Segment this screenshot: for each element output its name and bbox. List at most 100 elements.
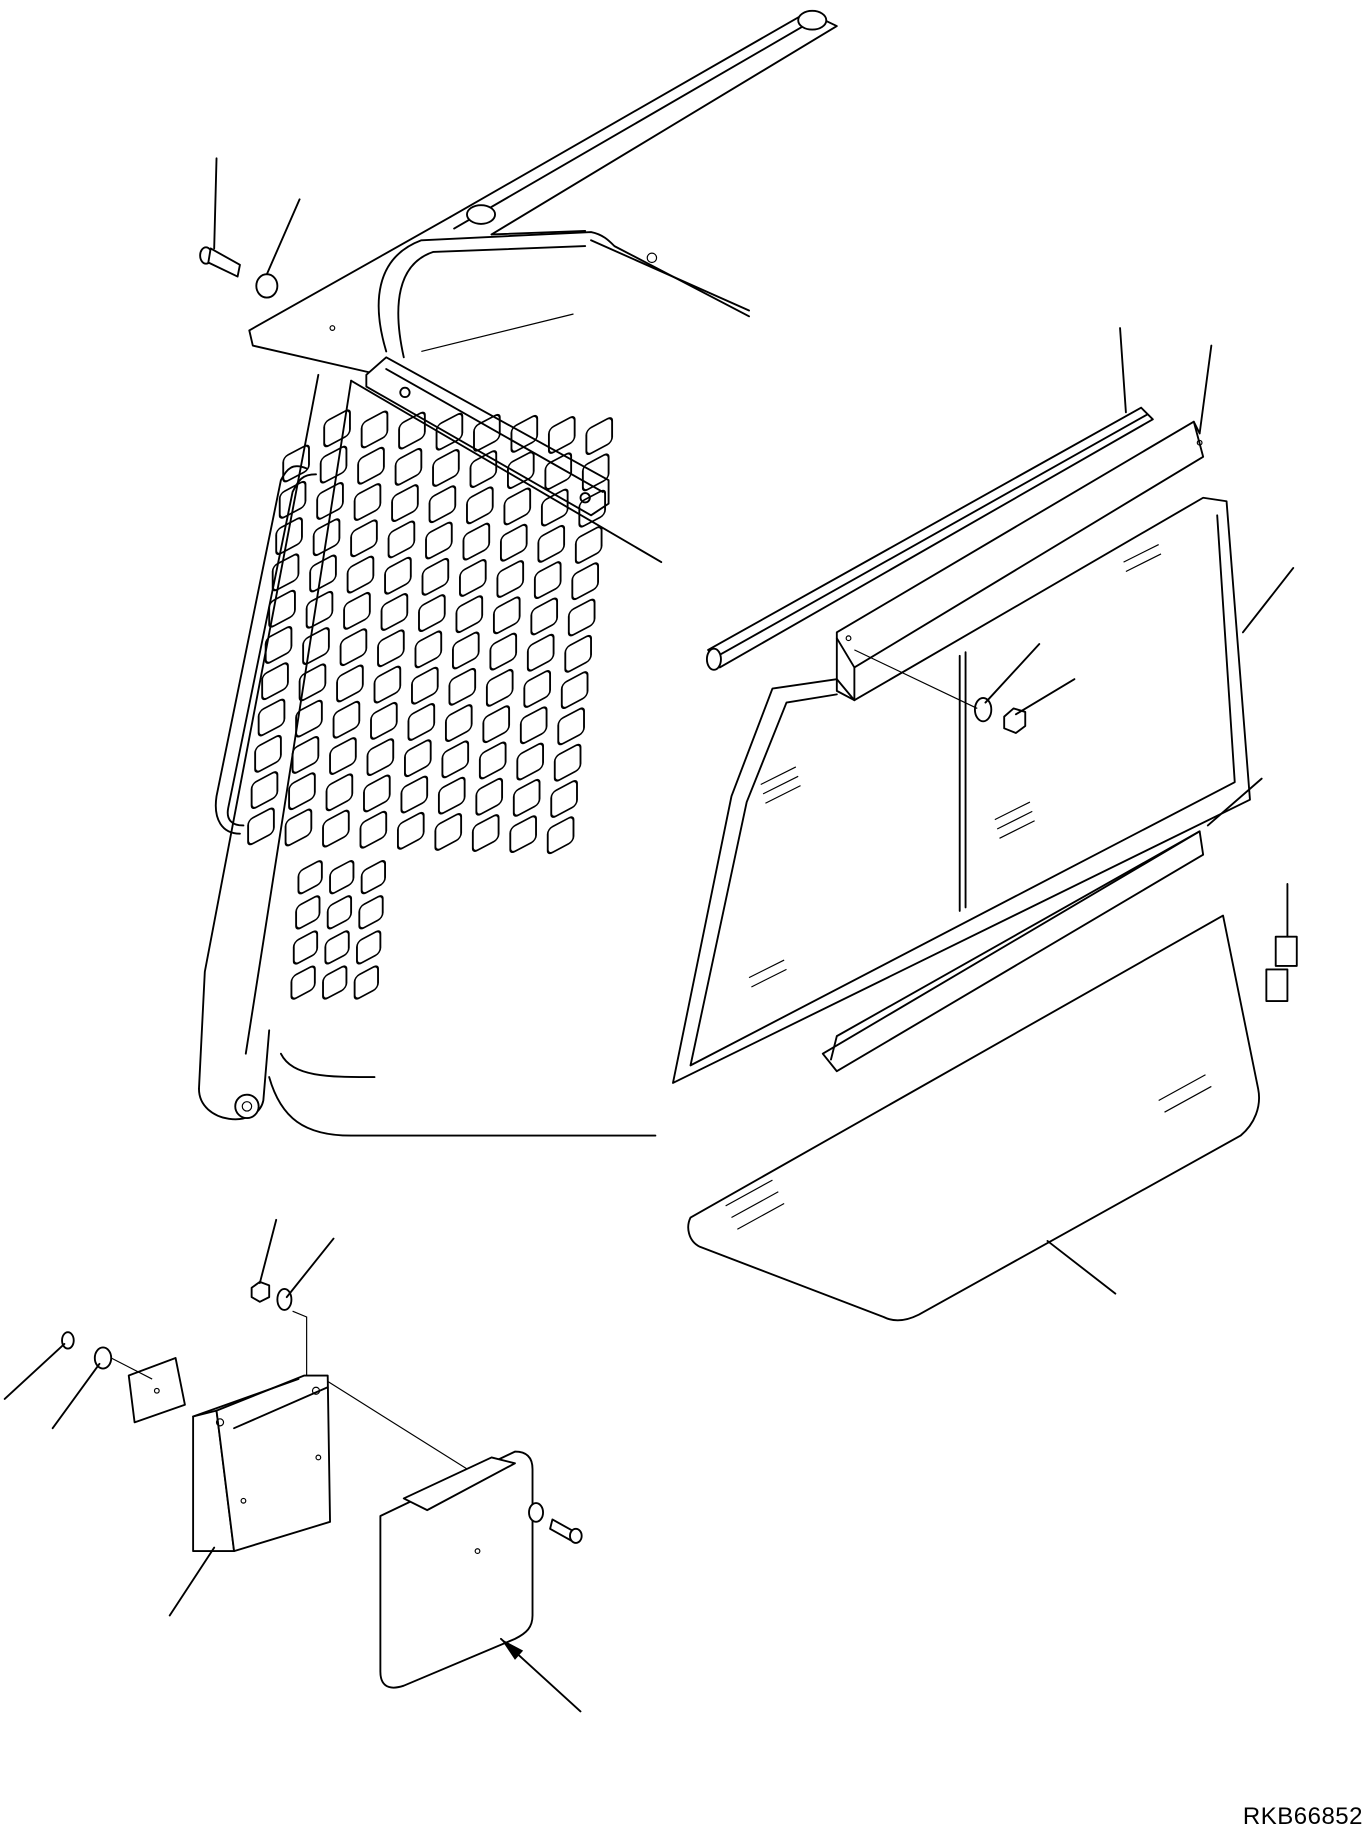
mesh-cell — [295, 895, 321, 930]
mesh-cell — [455, 595, 484, 634]
window-glass — [672, 496, 1251, 1084]
mesh-cell — [574, 526, 603, 564]
mesh-cell — [503, 487, 532, 526]
top-rail — [365, 356, 610, 517]
mesh-cell — [247, 807, 275, 846]
mesh-cell — [298, 663, 327, 702]
mesh-cell — [516, 742, 544, 781]
mesh-cell — [459, 558, 487, 597]
mesh-cell — [323, 409, 351, 448]
roof-beam — [449, 9, 838, 236]
mesh-cell — [530, 597, 559, 636]
mesh-cell — [492, 596, 521, 635]
mesh-cell — [284, 808, 313, 847]
mesh-cell — [275, 517, 303, 555]
mesh-cell — [329, 737, 357, 775]
mesh-cell — [297, 860, 323, 895]
mesh-cell — [394, 447, 423, 486]
mesh-cell — [485, 668, 514, 707]
drawing-code: RKB66852 — [1242, 1803, 1363, 1830]
mesh-cell — [329, 860, 355, 895]
mesh-cell — [353, 965, 379, 1000]
mesh-cell — [533, 561, 562, 600]
mesh-cell — [540, 488, 569, 527]
mesh-cell — [564, 634, 592, 673]
mesh-cell — [519, 706, 548, 745]
mesh-cell — [507, 451, 535, 490]
mesh-cell — [250, 771, 279, 810]
mesh-cell — [282, 444, 310, 483]
window-seal — [705, 406, 1154, 671]
mesh-cell — [261, 662, 289, 701]
clip — [1265, 935, 1298, 1002]
mesh-cell — [377, 629, 405, 668]
mesh-cell — [560, 671, 589, 709]
mesh-cell — [475, 777, 504, 816]
mesh-cell — [326, 895, 353, 930]
lower-window-rail — [821, 830, 1205, 1073]
mesh-cell — [268, 589, 296, 628]
mesh-cell — [441, 740, 470, 779]
mesh-cell — [254, 734, 282, 773]
mesh-cell — [496, 560, 525, 598]
mesh-cell — [432, 449, 460, 487]
mesh-cell — [292, 930, 319, 965]
mesh-cell — [578, 489, 607, 528]
mesh-cell — [581, 453, 610, 492]
mesh-cell — [360, 860, 386, 895]
mesh-cell — [339, 628, 368, 667]
mesh-cell — [537, 524, 566, 563]
mesh-cell — [478, 741, 507, 780]
mesh-cell — [553, 743, 582, 782]
mesh-cell — [585, 417, 614, 455]
mesh-cell — [547, 416, 576, 454]
mesh-cell — [557, 707, 585, 746]
mesh-cell — [336, 664, 364, 703]
mesh-cell — [350, 519, 378, 558]
mesh-cell — [332, 700, 361, 739]
mesh-cell — [523, 670, 552, 708]
mesh-cell — [291, 735, 320, 774]
mesh-cell — [384, 556, 412, 595]
fasteners — [854, 649, 1027, 734]
mesh-cell — [322, 965, 348, 1000]
mesh-cell — [482, 705, 511, 744]
lower-glass — [687, 914, 1260, 1322]
mesh-cell — [411, 666, 439, 705]
mesh-cell — [353, 483, 382, 521]
mesh-cell — [471, 814, 500, 852]
mesh-cell — [414, 630, 443, 669]
mesh-cell — [550, 780, 578, 818]
mesh-cell — [295, 699, 323, 738]
manual-case — [379, 1450, 583, 1689]
rear-frame — [198, 373, 663, 1137]
mesh-cell — [357, 446, 385, 485]
mesh-cell — [309, 554, 337, 593]
mesh-cell — [435, 412, 464, 451]
mesh-cell — [346, 555, 375, 594]
mesh-grille — [247, 409, 614, 1000]
mesh-cell — [370, 701, 398, 740]
mesh-cell — [404, 739, 432, 778]
mesh-cell — [312, 518, 341, 557]
mesh-cell — [324, 930, 350, 965]
mesh-cell — [264, 626, 293, 664]
mesh-cell — [271, 553, 300, 592]
upper-window-bracket — [835, 420, 1205, 702]
mesh-cell — [428, 485, 457, 524]
mesh-cell — [343, 591, 371, 630]
mesh-cell — [437, 776, 466, 815]
mesh-cell — [512, 778, 541, 817]
mesh-cell — [373, 665, 402, 704]
mesh-cell — [407, 703, 436, 741]
mesh-cell — [451, 631, 480, 670]
mesh-cell — [421, 557, 450, 596]
mesh-cell — [319, 445, 348, 484]
mesh-cell — [387, 520, 416, 559]
mesh-cell — [398, 411, 426, 450]
manual-box — [61, 1280, 533, 1553]
mesh-cell — [466, 486, 494, 525]
roof-bolt — [199, 246, 279, 299]
mesh-cell — [356, 930, 382, 965]
